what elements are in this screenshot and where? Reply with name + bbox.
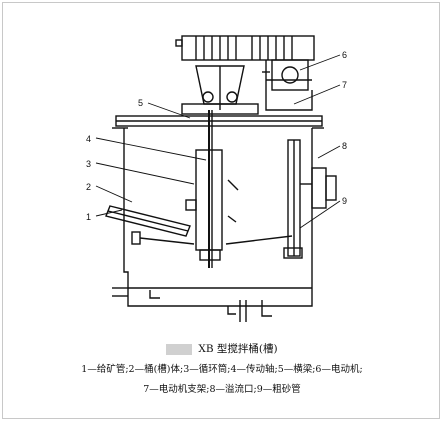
callout-6: 6	[342, 50, 347, 60]
overflow-outlet	[300, 167, 337, 209]
bottom-piping	[112, 287, 272, 322]
figure-number-blurred	[166, 343, 193, 355]
callout-9: 9	[342, 196, 347, 206]
legend-line-2: 7—电动机支架;8—溢流口;9—粗砂管	[143, 384, 301, 395]
callout-5: 5	[138, 98, 143, 108]
agitation-tank-diagram: 1 2 3 4 5 6 7 8 9	[86, 35, 347, 322]
callout-3: 3	[86, 159, 91, 169]
circulation-cylinder	[185, 110, 239, 268]
callout-7: 7	[342, 80, 347, 90]
figure-frame	[2, 2, 440, 419]
gearbox-housing	[181, 65, 259, 115]
callout-2: 2	[86, 182, 91, 192]
coarse-sand-pipe	[283, 139, 303, 259]
figure-title: XB 型搅拌桶(槽)	[0, 341, 444, 356]
callout-1: 1	[86, 212, 91, 222]
figure-title-text: XB 型搅拌桶(槽)	[198, 343, 278, 355]
tank-body	[112, 127, 324, 307]
feed-pipe	[105, 205, 191, 237]
callout-leaders	[95, 54, 341, 229]
callout-4: 4	[86, 134, 91, 144]
support-rods	[131, 231, 293, 245]
motor-top-frame	[175, 35, 315, 61]
legend-line-1: 1—给矿管;2—桶(槽)体;3—循环筒;4—传动轴;5—横梁;6—电动机;	[81, 364, 363, 375]
motor-and-bracket	[262, 59, 313, 111]
callout-8: 8	[342, 141, 347, 151]
cross-beam	[115, 115, 323, 127]
